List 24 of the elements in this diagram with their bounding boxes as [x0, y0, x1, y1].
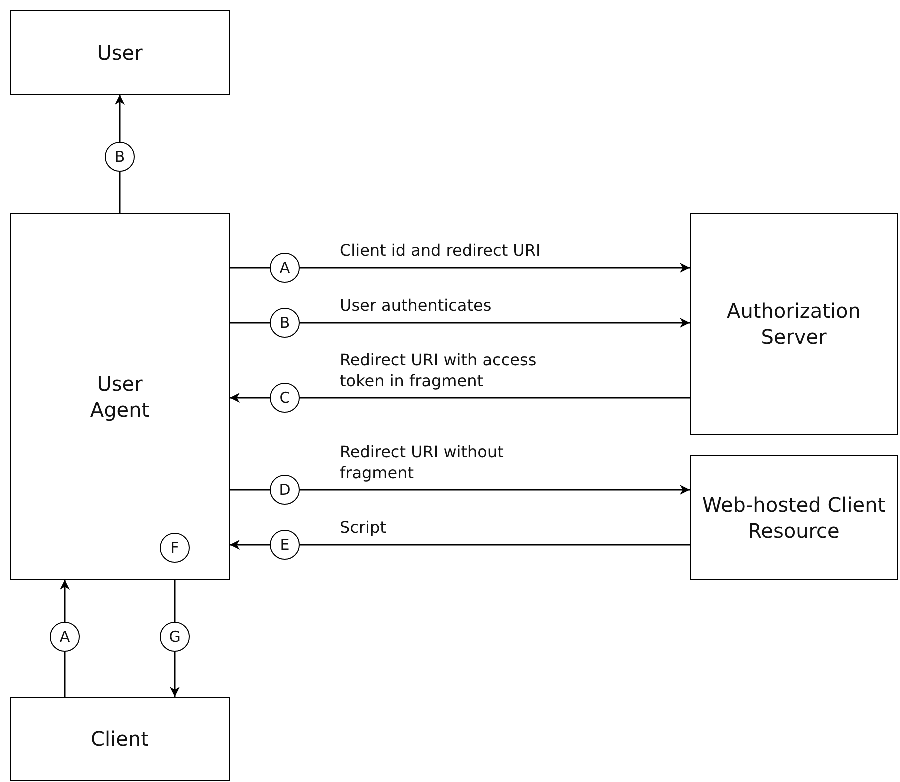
entity-box: [690, 455, 898, 580]
box-label: User: [96, 40, 144, 66]
box-label: User Agent: [89, 370, 151, 422]
step-marker: C: [270, 383, 300, 413]
edge-label: Script: [340, 518, 386, 539]
step-marker: A: [270, 253, 300, 283]
box-label: Web-hosted Client Resource: [701, 492, 887, 544]
step-marker: B: [270, 308, 300, 338]
entity-box: [10, 697, 230, 781]
arrow: [230, 263, 690, 273]
entity-box: [10, 10, 230, 95]
entity-box: [10, 213, 230, 580]
step-marker: G: [160, 622, 190, 652]
step-marker: E: [270, 530, 300, 560]
arrow: [230, 485, 690, 495]
step-marker: D: [270, 475, 300, 505]
box-label: Client: [90, 726, 150, 752]
entity-box: [690, 213, 898, 435]
arrow: [230, 540, 690, 550]
arrow: [230, 393, 690, 403]
step-marker: A: [50, 622, 80, 652]
arrow: [230, 318, 690, 328]
box-label: Authorization Server: [726, 298, 862, 350]
step-marker: B: [105, 142, 135, 172]
